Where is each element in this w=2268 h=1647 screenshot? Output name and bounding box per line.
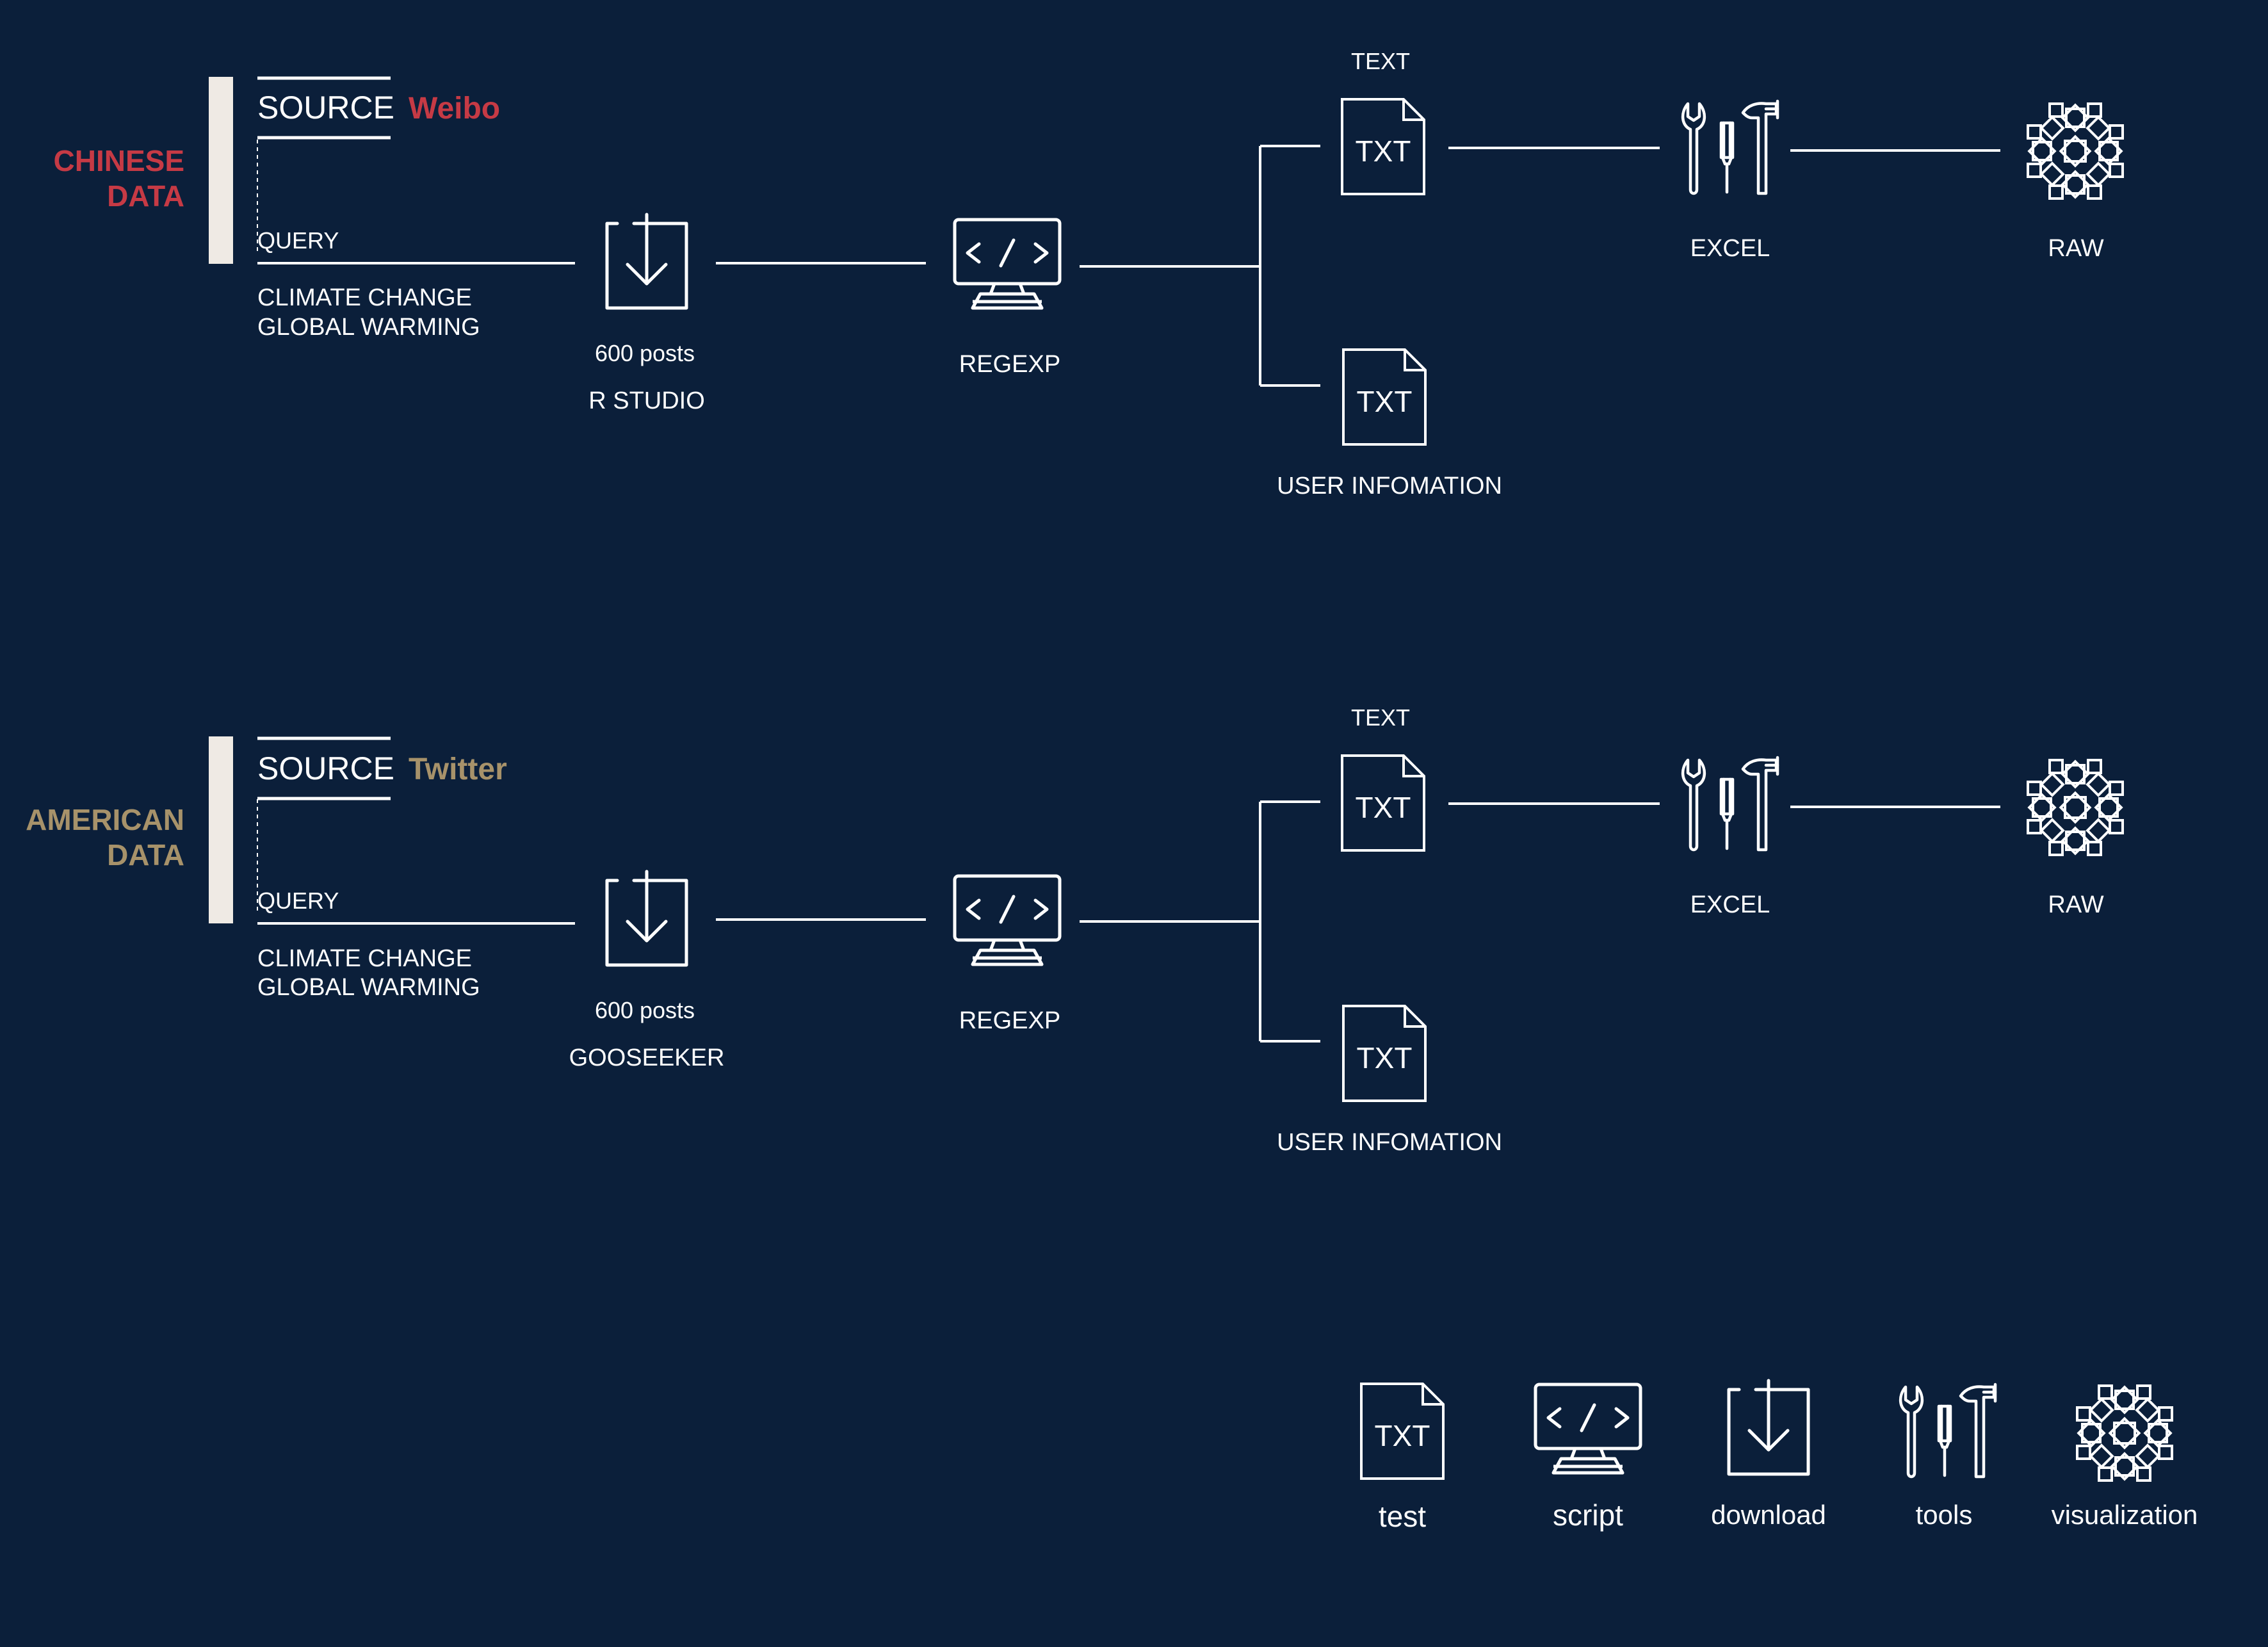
chinese-region-label-line2: DATA xyxy=(107,179,184,213)
chinese-source-label: SOURCE xyxy=(257,90,394,126)
legend-download-label: download xyxy=(1711,1500,1826,1530)
chinese-region-label-line1: CHINESE xyxy=(54,144,184,177)
american-source-bar xyxy=(209,736,233,923)
american-text-label: TEXT xyxy=(1351,704,1410,731)
american-tools-label: EXCEL xyxy=(1690,891,1770,918)
american-script-label: REGEXP xyxy=(959,1007,1060,1034)
american-source-name: Twitter xyxy=(409,752,507,786)
american-pipeline: AMERICAN DATA SOURCE Twitter QUERY CLIMA… xyxy=(26,704,2124,1156)
american-txt-top-glyph: TXT xyxy=(1356,791,1411,824)
american-download-count: 600 posts xyxy=(595,997,695,1023)
download-icon xyxy=(607,872,686,965)
american-region-label-line1: AMERICAN xyxy=(26,803,184,836)
legend-test-label: test xyxy=(1379,1500,1426,1533)
download-icon xyxy=(1729,1381,1808,1474)
chinese-source-name: Weibo xyxy=(409,92,500,126)
tools-icon xyxy=(1683,101,1778,193)
chinese-text-label: TEXT xyxy=(1351,48,1410,74)
chinese-script-label: REGEXP xyxy=(959,351,1060,378)
chinese-viz-label: RAW xyxy=(2048,235,2103,262)
american-txt-bottom-glyph: TXT xyxy=(1357,1041,1413,1075)
tools-icon xyxy=(1900,1384,1995,1477)
american-viz-label: RAW xyxy=(2048,891,2103,918)
legend-tools-label: tools xyxy=(1916,1500,1973,1530)
visualization-icon xyxy=(2027,102,2124,200)
script-monitor-icon xyxy=(955,220,1060,308)
chinese-pipeline: CHINESE DATA SOURCE Weibo QUERY CLIMATE … xyxy=(54,48,2124,499)
american-branch-connector xyxy=(1080,800,1320,1043)
chinese-tools-label: EXCEL xyxy=(1690,235,1770,262)
american-query-term-2: GLOBAL WARMING xyxy=(257,974,480,1001)
tools-icon xyxy=(1683,758,1778,850)
legend-txt-glyph: TXT xyxy=(1375,1419,1430,1452)
chinese-query-label: QUERY xyxy=(257,227,339,254)
chinese-download-count: 600 posts xyxy=(595,340,695,366)
chinese-query-term-2: GLOBAL WARMING xyxy=(257,314,480,341)
chinese-query-term-1: CLIMATE CHANGE xyxy=(257,284,472,311)
download-icon xyxy=(607,215,686,308)
chinese-txt-bottom-glyph: TXT xyxy=(1357,385,1413,418)
script-monitor-icon xyxy=(955,876,1060,964)
script-monitor-icon xyxy=(1535,1384,1640,1473)
american-source-label: SOURCE xyxy=(257,750,394,786)
chinese-user-info-label: USER INFOMATION xyxy=(1277,473,1502,499)
american-region-label-line2: DATA xyxy=(107,838,184,872)
legend-visualization-label: visualization xyxy=(2052,1500,2198,1530)
chinese-download-tool: R STUDIO xyxy=(588,387,705,414)
legend-script-label: script xyxy=(1553,1498,1623,1532)
chinese-source-bar xyxy=(209,77,233,264)
american-query-label: QUERY xyxy=(257,888,339,914)
legend: TXT test script download tools visualiza… xyxy=(1360,1381,2198,1533)
visualization-icon xyxy=(2076,1384,2173,1482)
chinese-txt-top-glyph: TXT xyxy=(1356,134,1411,168)
american-query-term-1: CLIMATE CHANGE xyxy=(257,945,472,972)
american-user-info-label: USER INFOMATION xyxy=(1277,1129,1502,1156)
chinese-branch-connector xyxy=(1080,145,1320,387)
visualization-icon xyxy=(2027,759,2124,856)
american-download-tool: GOOSEEKER xyxy=(569,1044,725,1071)
